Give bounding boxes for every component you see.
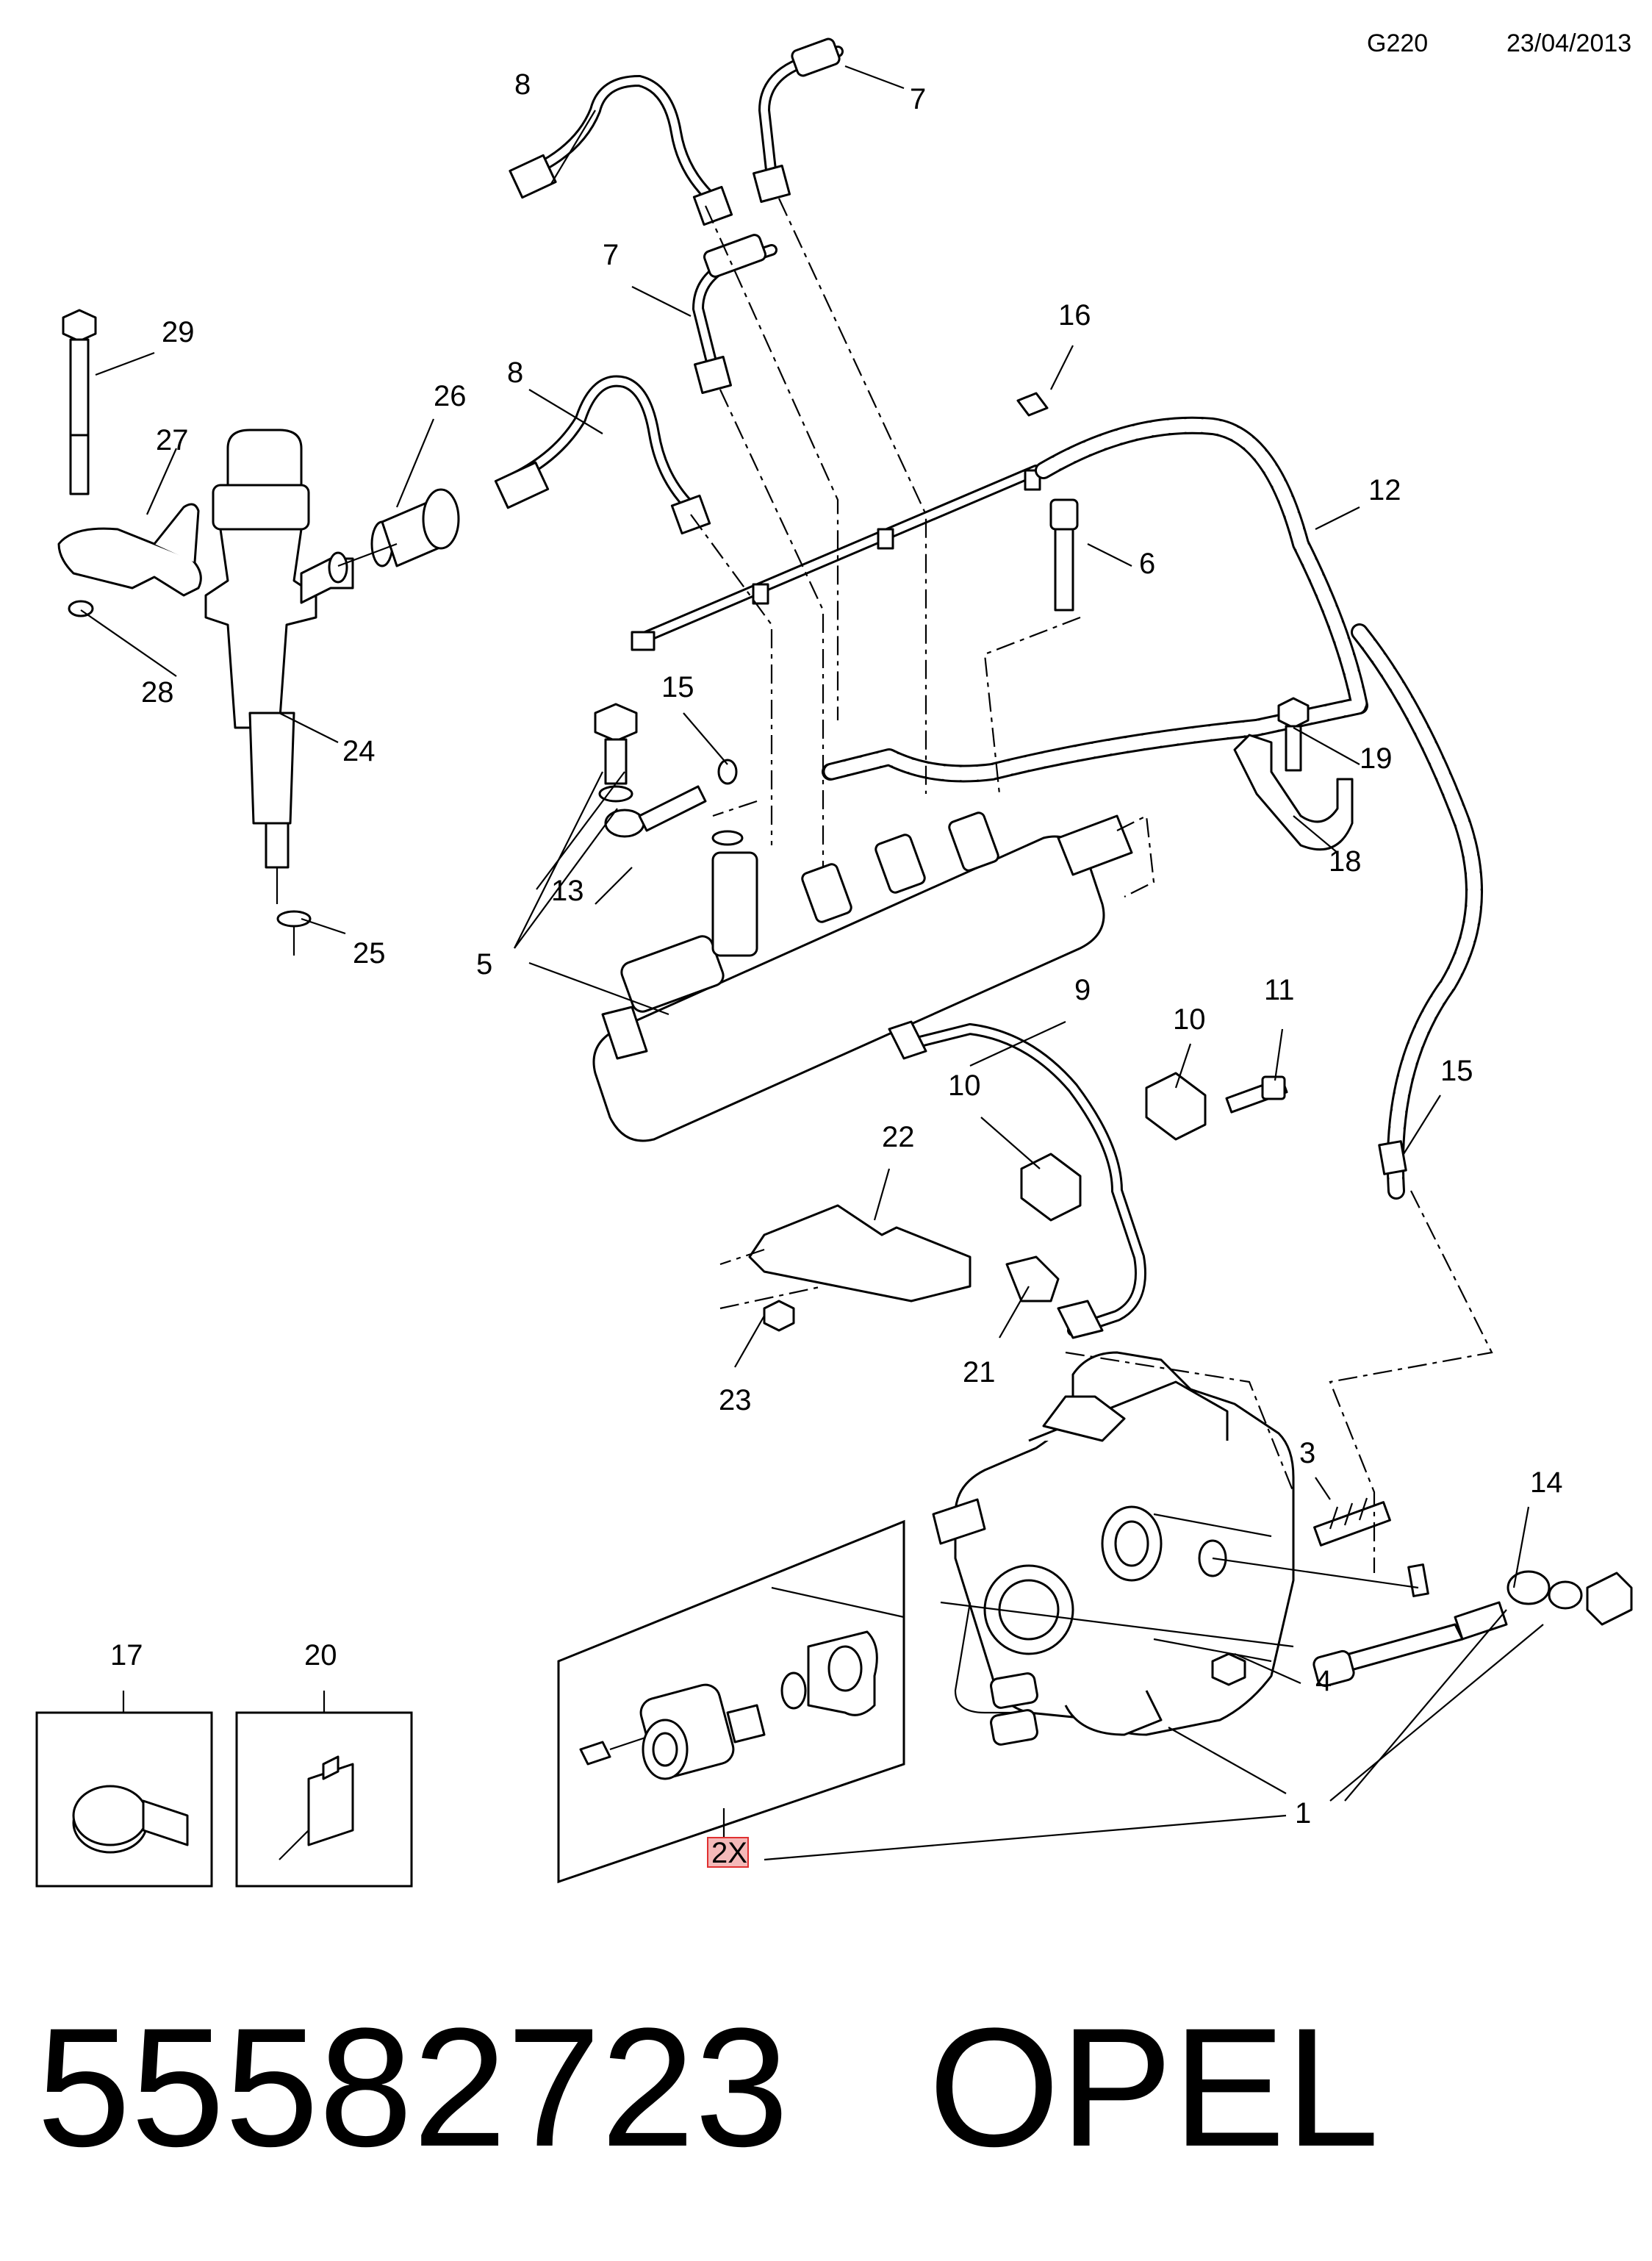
nut-4 <box>1211 1652 1246 1686</box>
callout-7-upper: 7 <box>910 83 926 115</box>
callout-29: 29 <box>162 316 195 348</box>
wiring-harness-12 <box>822 416 1483 1200</box>
bolt-11 <box>1225 1075 1288 1114</box>
callout-11: 11 <box>1264 974 1295 1006</box>
seal-25 <box>276 910 312 956</box>
diagram-code: G220 <box>1367 29 1428 57</box>
injection-line-7-lower <box>692 234 777 394</box>
callout-9: 9 <box>1074 974 1091 1006</box>
callout-22: 23 <box>719 1384 752 1416</box>
diagram-date: 23/04/2013 <box>1506 29 1631 57</box>
clip-10-upper <box>1145 1072 1207 1141</box>
clip-10-lower <box>1020 1153 1082 1222</box>
leak-off-rail <box>631 465 1042 651</box>
callout-13: 13 <box>551 875 584 907</box>
callout-10-left: 10 <box>948 1069 981 1102</box>
return-hose-8-lower <box>494 375 711 535</box>
bolt-6 <box>1049 498 1079 612</box>
callout-19: 19 <box>1360 742 1393 775</box>
callout-26: 26 <box>434 380 467 412</box>
callout-1: 1 <box>1295 1797 1311 1830</box>
callout-24: 24 <box>342 735 376 767</box>
clamp-box-17 <box>35 1711 213 1888</box>
callout-3: 3 <box>1299 1437 1315 1469</box>
callout-4: 4 <box>1315 1665 1332 1697</box>
kit-box <box>557 1519 905 1884</box>
callout-18: 18 <box>1329 845 1362 878</box>
callout-25: 25 <box>353 937 386 970</box>
callout-8-lower: 8 <box>507 356 523 389</box>
callout-16: 16 <box>1058 299 1091 332</box>
clip-16 <box>1016 392 1049 417</box>
seal-15 <box>717 759 738 785</box>
feed-pipe-14 <box>1312 1563 1633 1688</box>
washer-28 <box>68 600 94 617</box>
stud-3 <box>1313 1497 1391 1547</box>
injection-line-7-upper <box>753 37 844 203</box>
callout-12: 12 <box>1368 474 1401 506</box>
callout-20: 21 <box>963 1356 996 1389</box>
kit-quantity-note: 2X <box>707 1837 749 1869</box>
callout-23: 20 <box>304 1639 337 1671</box>
callout-28: 28 <box>141 676 174 709</box>
bolt-5 <box>594 703 638 785</box>
callout-15-lower: 15 <box>1440 1055 1473 1087</box>
callout-5: 5 <box>476 948 492 981</box>
connector-26 <box>337 488 460 567</box>
footer: 55582723 OPEL <box>37 1992 1379 2183</box>
injector-24 <box>204 429 354 904</box>
callout-labels: 8 7 7 29 8 26 27 16 12 6 28 24 15 19 18 … <box>110 68 1563 1830</box>
callout-8-upper: 8 <box>514 68 531 101</box>
brand-name: OPEL <box>928 1993 1379 2182</box>
callout-6: 6 <box>1139 548 1155 580</box>
callout-21: 22 <box>882 1121 915 1153</box>
bolt-29 <box>62 309 97 495</box>
bracket-21 <box>748 1204 972 1303</box>
clip-box-23 <box>235 1711 413 1888</box>
bolt-19 <box>1277 697 1310 772</box>
part-number: 55582723 <box>37 1993 789 2182</box>
return-hose-8-upper <box>509 74 733 226</box>
assembly-lines <box>690 198 1493 1663</box>
callout-7-lower: 7 <box>603 239 619 271</box>
callout-17: 17 <box>110 1639 143 1671</box>
washer-5 <box>598 785 744 846</box>
injector-clamp-27 <box>57 503 202 597</box>
callout-10-right: 10 <box>1173 1003 1206 1036</box>
fuel-rail <box>592 811 1155 1142</box>
banjo-fitting-13 <box>604 785 707 838</box>
callout-27: 27 <box>156 424 189 456</box>
bracket-18 <box>1233 734 1354 851</box>
leader-lines <box>80 65 1544 1861</box>
high-pressure-pump-1 <box>932 1351 1295 1746</box>
connector-20 <box>1005 1255 1060 1303</box>
callout-14: 14 <box>1530 1466 1563 1499</box>
callout-15-upper: 15 <box>661 671 694 703</box>
bolt-22 <box>763 1300 795 1332</box>
kit-quantity-label: 2X <box>711 1837 747 1869</box>
